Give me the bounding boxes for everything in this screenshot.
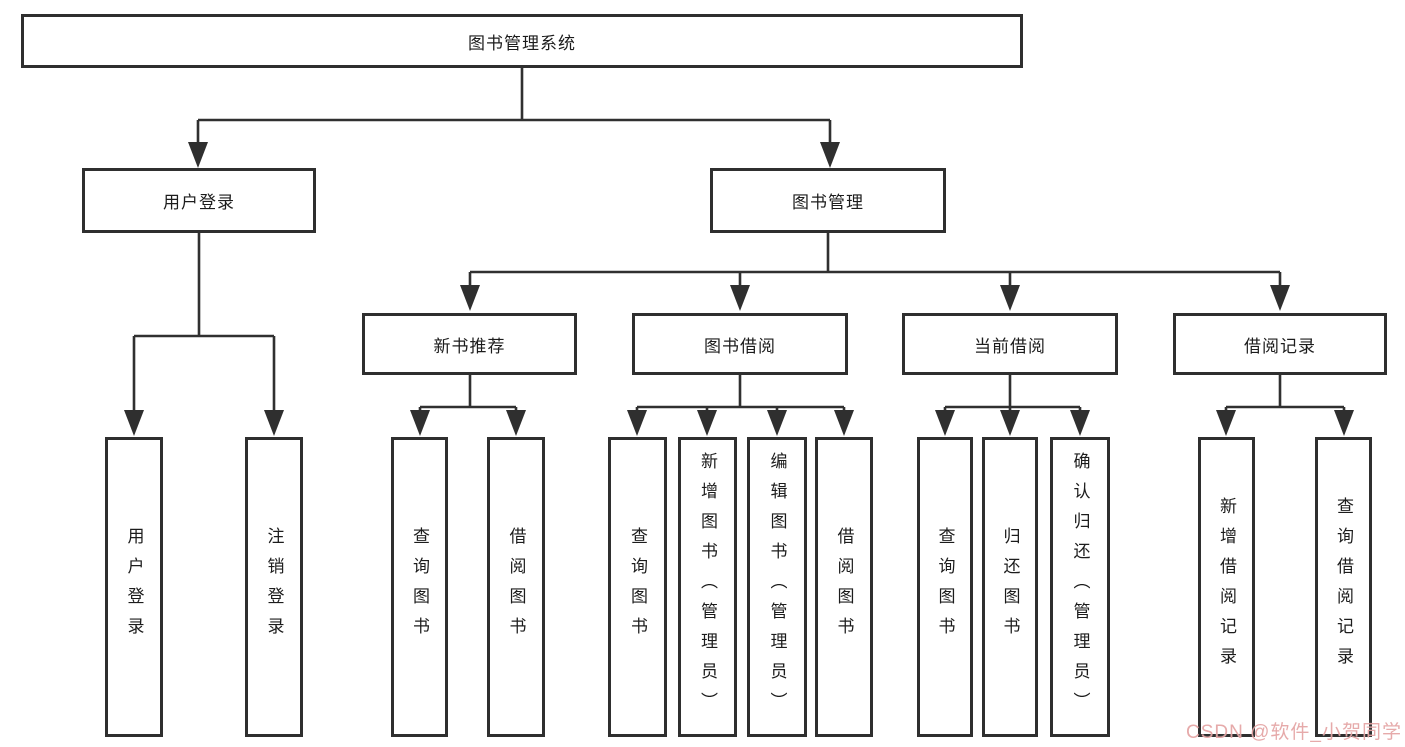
arrow-down-icon <box>820 142 840 168</box>
node-label: 图书借阅 <box>704 336 776 356</box>
connector-newbook-to-leaves <box>418 375 518 414</box>
leaf-query-books-current: 查询图书 <box>917 437 973 737</box>
arrow-down-icon <box>1000 410 1020 436</box>
node-label: 借阅图书 <box>834 527 854 647</box>
leaf-edit-books-admin: 编辑图书（管理员） <box>747 437 807 737</box>
connector-records-to-leaves <box>1224 375 1346 414</box>
node-borrow-records: 借阅记录 <box>1173 313 1387 375</box>
node-new-book-recommend: 新书推荐 <box>362 313 577 375</box>
arrow-down-icon <box>1334 410 1354 436</box>
arrow-down-icon <box>730 285 750 311</box>
arrow-down-icon <box>506 410 526 436</box>
node-label: 查询图书 <box>410 527 429 647</box>
leaf-query-borrow-record: 查询借阅记录 <box>1315 437 1372 737</box>
node-book-borrow: 图书借阅 <box>632 313 848 375</box>
arrow-down-icon <box>697 410 717 436</box>
leaf-borrow-books-recommend: 借阅图书 <box>487 437 545 737</box>
leaf-user-login: 用户登录 <box>105 437 163 737</box>
node-label: 图书管理系统 <box>468 33 576 53</box>
leaf-query-books-borrow: 查询图书 <box>608 437 667 737</box>
arrow-down-icon <box>1070 410 1090 436</box>
connector-borrow-to-leaves <box>635 375 846 414</box>
node-label: 图书管理 <box>792 193 864 212</box>
leaf-logout: 注销登录 <box>245 437 303 737</box>
arrow-down-icon <box>1216 410 1236 436</box>
node-label: 归还图书 <box>1000 527 1020 647</box>
arrow-down-icon <box>460 285 480 311</box>
leaf-confirm-return-admin: 确认归还（管理员） <box>1050 437 1110 737</box>
node-label: 新增图书（管理员） <box>698 452 717 722</box>
node-label: 用户登录 <box>163 193 235 212</box>
node-label: 新增借阅记录 <box>1217 497 1236 677</box>
node-current-borrow: 当前借阅 <box>902 313 1118 375</box>
node-label: 用户登录 <box>124 527 144 647</box>
node-book-management: 图书管理 <box>710 168 946 233</box>
arrow-down-icon <box>124 410 144 436</box>
leaf-return-books: 归还图书 <box>982 437 1038 737</box>
arrow-down-icon <box>1000 285 1020 311</box>
arrow-down-icon <box>264 410 284 436</box>
arrow-down-icon <box>410 410 430 436</box>
node-label: 借阅图书 <box>506 527 526 647</box>
node-label: 编辑图书（管理员） <box>767 452 787 722</box>
leaf-query-books-recommend: 查询图书 <box>391 437 448 737</box>
csdn-watermark: CSDN @软件_小贺同学 <box>1186 722 1402 743</box>
connector-current-to-leaves <box>943 375 1082 414</box>
leaf-borrow-books: 借阅图书 <box>815 437 873 737</box>
arrow-down-icon <box>935 410 955 436</box>
arrow-down-icon <box>1270 285 1290 311</box>
arrow-down-icon <box>767 410 787 436</box>
leaf-add-books-admin: 新增图书（管理员） <box>678 437 737 737</box>
node-label: 当前借阅 <box>974 336 1046 356</box>
node-label: 新书推荐 <box>433 336 506 356</box>
connector-root-to-level2 <box>196 68 832 146</box>
node-label: 确认归还（管理员） <box>1070 452 1090 722</box>
leaf-add-borrow-record: 新增借阅记录 <box>1198 437 1255 737</box>
node-user-login: 用户登录 <box>82 168 316 233</box>
connector-login-to-leaves <box>132 233 276 414</box>
connector-mgmt-to-level3 <box>468 233 1282 290</box>
arrow-down-icon <box>834 410 854 436</box>
node-label: 注销登录 <box>264 527 284 647</box>
node-root-system: 图书管理系统 <box>21 14 1023 68</box>
arrow-down-icon <box>188 142 208 168</box>
node-label: 查询图书 <box>628 527 647 647</box>
arrow-down-icon <box>627 410 647 436</box>
node-label: 查询图书 <box>935 527 955 647</box>
node-label: 借阅记录 <box>1244 336 1316 356</box>
node-label: 查询借阅记录 <box>1334 497 1353 677</box>
